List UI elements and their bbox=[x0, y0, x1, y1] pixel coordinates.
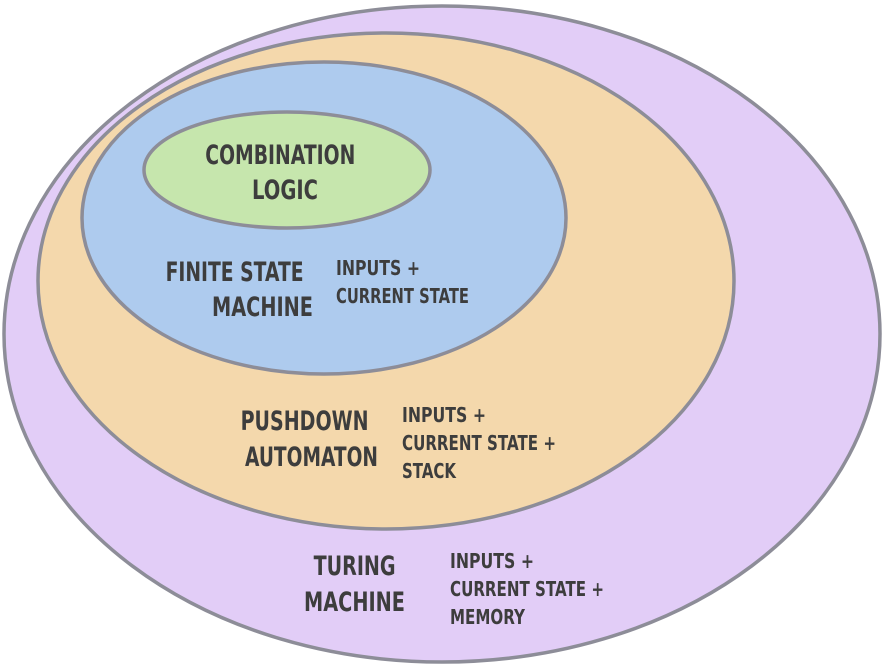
pushdown-automaton-desc-line-1: INPUTS + bbox=[402, 403, 486, 427]
finite-state-machine-description: INPUTS + CURRENT STATE bbox=[336, 256, 469, 308]
combination-logic-ellipse bbox=[142, 110, 432, 230]
turing-machine-label-line-2: MACHINE bbox=[304, 587, 405, 618]
combination-logic-label: COMBINATION LOGIC bbox=[205, 140, 364, 206]
turing-machine-label-line-1: TURING bbox=[314, 551, 396, 582]
pushdown-automaton-label-line-2: AUTOMATON bbox=[245, 442, 378, 473]
pushdown-automaton-desc-line-2: CURRENT STATE + bbox=[402, 431, 556, 455]
pushdown-automaton-label-line-1: PUSHDOWN bbox=[241, 406, 369, 437]
turing-machine-desc-line-2: CURRENT STATE + bbox=[450, 577, 604, 601]
turing-machine-desc-line-3: MEMORY bbox=[450, 605, 525, 629]
pushdown-automaton-desc-line-3: STACK bbox=[402, 459, 457, 483]
finite-state-machine-label-line-1: FINITE STATE bbox=[166, 257, 304, 288]
turing-machine-description: INPUTS + CURRENT STATE + MEMORY bbox=[450, 549, 611, 629]
combination-logic-label-line-1: COMBINATION bbox=[205, 140, 355, 171]
turing-machine-label: TURING MACHINE bbox=[304, 551, 405, 618]
turing-machine-desc-line-1: INPUTS + bbox=[450, 549, 534, 573]
pushdown-automaton-label: PUSHDOWN AUTOMATON bbox=[241, 406, 378, 473]
finite-state-machine-label-line-2: MACHINE bbox=[212, 292, 313, 323]
finite-state-machine-desc-line-1: INPUTS + bbox=[336, 256, 420, 280]
pushdown-automaton-description: INPUTS + CURRENT STATE + STACK bbox=[402, 403, 563, 483]
finite-state-machine-desc-line-2: CURRENT STATE bbox=[336, 284, 469, 308]
combination-logic-label-line-2: LOGIC bbox=[252, 175, 318, 206]
finite-state-machine-label: FINITE STATE MACHINE bbox=[166, 257, 313, 323]
